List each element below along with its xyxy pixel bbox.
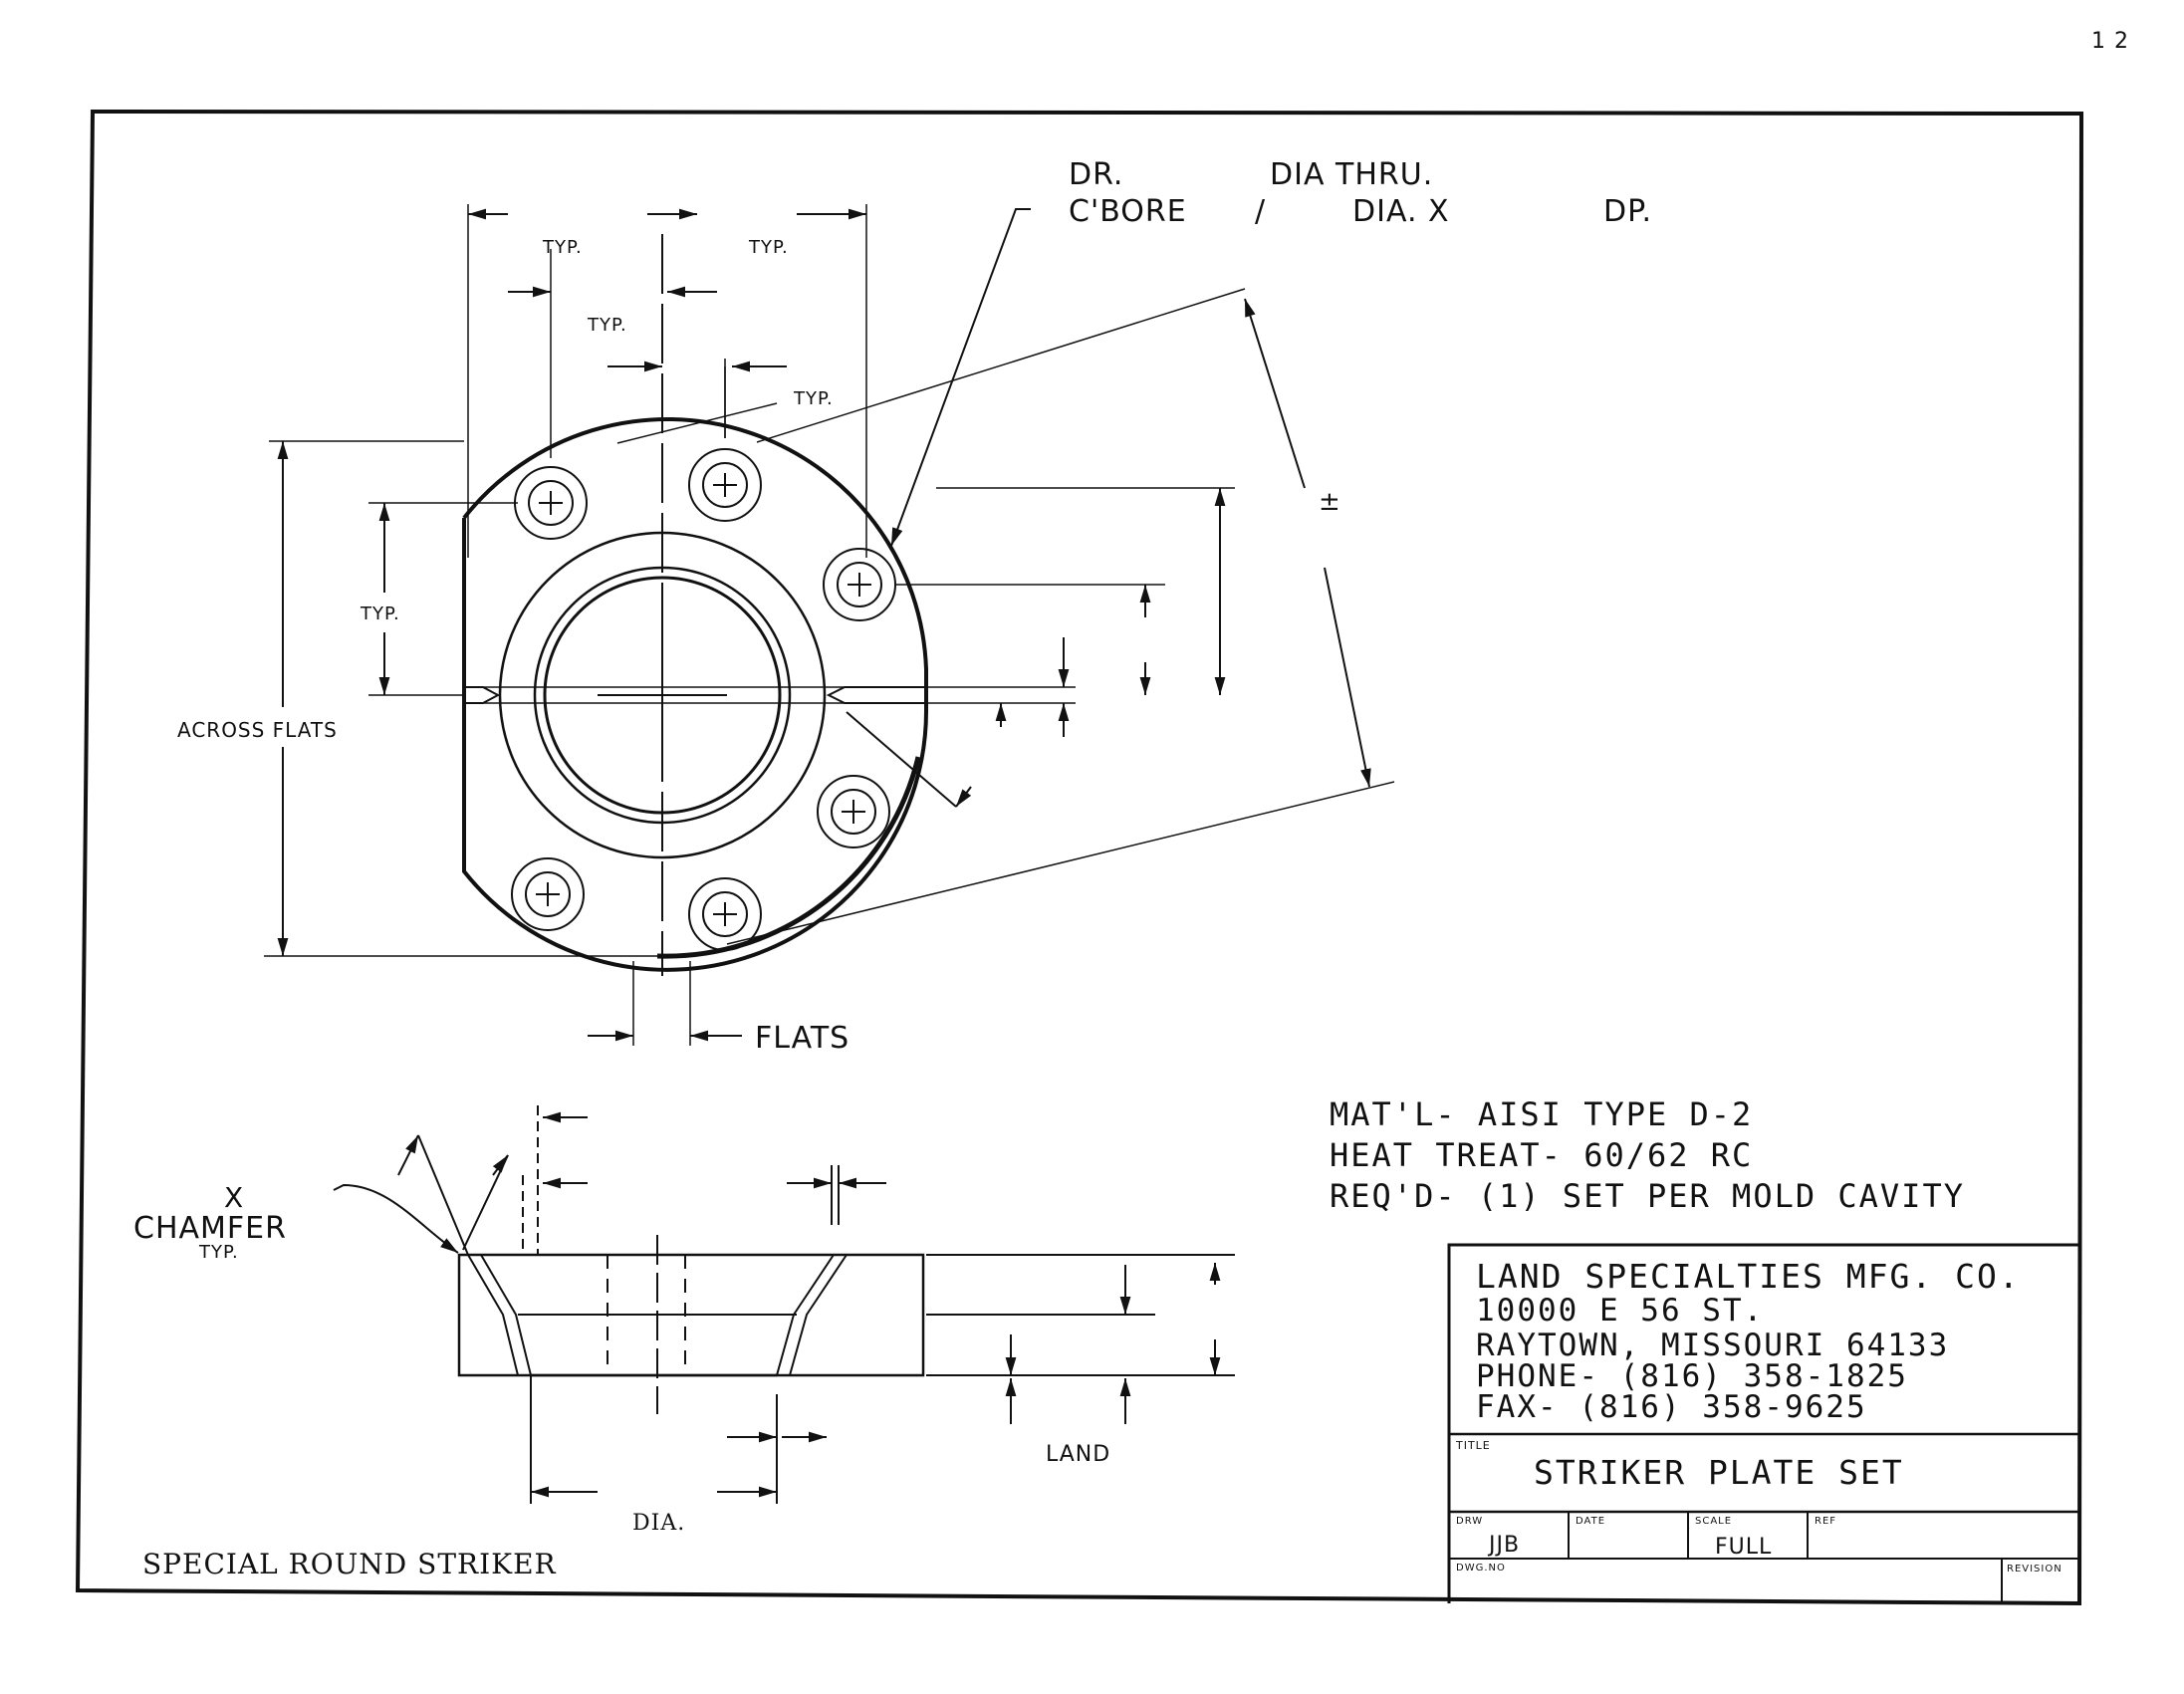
- bolt-hole: [688, 877, 762, 951]
- hole-note-cbore: C'BORE: [1069, 194, 1187, 229]
- bolt-hole: [823, 548, 896, 621]
- chamfer-label: CHAMFER: [133, 1211, 287, 1246]
- company-phone: PHONE- (816) 358-1825: [1476, 1358, 1908, 1394]
- dwg-no-label: DWG.NO: [1456, 1563, 1506, 1573]
- typ-label: TYP.: [748, 237, 789, 258]
- chamfer-x-label: X: [224, 1181, 244, 1214]
- typ-label: TYP.: [793, 388, 834, 409]
- corner-mark: 1 2: [2091, 29, 2129, 54]
- top-view: [264, 204, 1395, 1046]
- drawing-title: STRIKER PLATE SET: [1534, 1453, 1904, 1492]
- typ-label: TYP.: [542, 237, 583, 258]
- hole-note-sep: /: [1255, 194, 1266, 229]
- company-city: RAYTOWN, MISSOURI 64133: [1476, 1328, 1949, 1363]
- ref-label: REF: [1815, 1516, 1836, 1527]
- bolt-hole: [511, 857, 585, 931]
- side-view: [333, 1105, 1235, 1504]
- drawn-by-value: JJB: [1487, 1533, 1520, 1558]
- chamfer-typ-label: TYP.: [198, 1242, 239, 1263]
- company-address: 10000 E 56 ST.: [1476, 1293, 1764, 1329]
- bolt-hole: [514, 466, 588, 540]
- drawn-by-label: DRW: [1456, 1516, 1483, 1527]
- title-block-text: LAND SPECIALTIES MFG. CO. 10000 E 56 ST.…: [1455, 1257, 2063, 1574]
- title-block: [1447, 1243, 2079, 1603]
- company-name: LAND SPECIALTIES MFG. CO.: [1476, 1257, 2021, 1296]
- company-fax: FAX- (816) 358-9625: [1476, 1389, 1867, 1425]
- side-view-labels: X CHAMFER TYP. LAND DIA.: [133, 1181, 1110, 1536]
- sheet-border: [75, 109, 2084, 1606]
- date-label: DATE: [1576, 1516, 1605, 1527]
- hole-note-dia-thru: DIA THRU.: [1270, 157, 1433, 192]
- hole-note-dp: DP.: [1603, 194, 1652, 229]
- scale-value: FULL: [1715, 1535, 1772, 1560]
- plate-outline: [462, 417, 929, 972]
- typ-label: TYP.: [587, 315, 627, 336]
- general-notes: MAT'L- AISI TYPE D-2 HEAT TREAT- 60/62 R…: [1330, 1095, 1965, 1215]
- land-label: LAND: [1046, 1442, 1110, 1467]
- across-flats-label: ACROSS FLATS: [177, 718, 338, 742]
- revision-label: REVISION: [2007, 1564, 2063, 1574]
- bolt-hole: [688, 448, 762, 522]
- hole-note-dr: DR.: [1069, 157, 1123, 192]
- note-required: REQ'D- (1) SET PER MOLD CAVITY: [1330, 1177, 1965, 1215]
- dia-label: DIA.: [632, 1511, 685, 1536]
- typ-label: TYP.: [360, 604, 400, 624]
- note-material: MAT'L- AISI TYPE D-2: [1330, 1095, 1753, 1133]
- bolt-hole: [817, 775, 890, 848]
- hole-note-dia-x: DIA. X: [1352, 194, 1450, 229]
- note-heat-treat: HEAT TREAT- 60/62 RC: [1330, 1136, 1753, 1174]
- drawing-caption: SPECIAL ROUND STRIKER: [142, 1548, 557, 1580]
- scale-label: SCALE: [1695, 1516, 1732, 1527]
- top-view-labels: DR. DIA THRU. C'BORE / DIA. X DP. TYP. T…: [177, 157, 1652, 1056]
- tolerance-mark: ±: [1319, 487, 1341, 517]
- title-field-label: TITLE: [1455, 1439, 1491, 1452]
- flats-label: FLATS: [755, 1021, 849, 1056]
